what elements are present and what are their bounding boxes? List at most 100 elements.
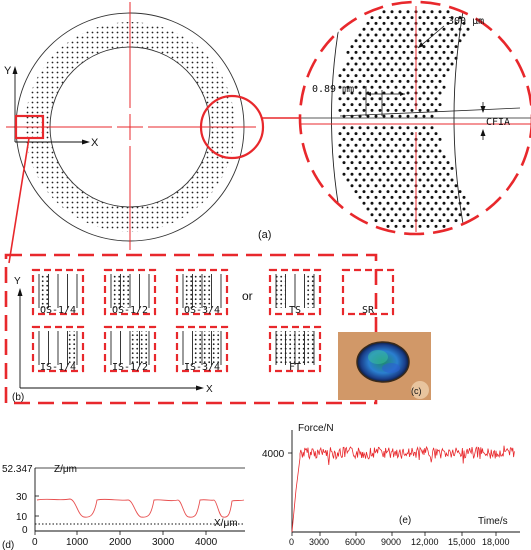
dimple-dot [398,21,402,25]
dimple-dot [382,45,386,49]
dimple-dot [442,50,446,54]
pattern-label: OS-1/4 [40,305,76,316]
dimple-dot [438,33,442,37]
dimple-dot [386,190,390,194]
dimple-dot [442,224,446,228]
dimple-dot [390,33,394,37]
pattern-frame [268,325,322,373]
dimple-dot [382,33,386,37]
dimple-dot [366,195,370,199]
dimple-dot [462,207,466,211]
dimple-dot [438,149,442,153]
dimple-dot [362,178,366,182]
dimple-dot [370,74,374,78]
dimple-dot [366,21,370,25]
dimple-dot [426,27,430,31]
dimple-dot [378,85,382,89]
dimple-dot [386,50,390,54]
dimple-dot [418,27,422,31]
dimple-dot [386,97,390,101]
dimple-dot [374,126,378,130]
dimple-dot [402,190,406,194]
dimple-dot [434,108,438,112]
dimple-dot [454,33,458,37]
pattern-label: FT [289,362,301,373]
dimple-dot [390,219,394,223]
dimple-dot [346,143,350,147]
dimple-dot [450,178,454,182]
dimple-dot [346,50,350,54]
dimple-dot [386,166,390,170]
panel-c: (c) [338,332,431,400]
dimple-dot [402,27,406,31]
dimple-dot [370,39,374,43]
dimple-dot [354,132,358,136]
dimple-dot [362,39,366,43]
pattern-frame [103,268,157,316]
dimple-dot [362,201,366,205]
dimple-dot [410,62,414,66]
dimple-dot [394,178,398,182]
dimple-dot [438,68,442,72]
dimple-dot [426,74,430,78]
dimple-dot [402,39,406,43]
dimple-dot [406,33,410,37]
dimple-dot [358,137,362,141]
dimple-dot [394,108,398,112]
dimple-dot [430,45,434,49]
dimple-dot [410,190,414,194]
dimple-dot [430,137,434,141]
pattern-frame [268,268,322,316]
dimple-dot [394,16,398,20]
dimple-dot [362,74,366,78]
dimple-dot [438,172,442,176]
dimple-dot [410,85,414,89]
pattern-frame [31,268,85,316]
dimple-dot [430,103,434,107]
dimple-dot [406,161,410,165]
dimple-dot [398,184,402,188]
dimple-dot [426,224,430,228]
dimple-dot [450,39,454,43]
dimple-dot [386,74,390,78]
dimple-dot [418,62,422,66]
e-x-tick-15000: 15,000 [448,537,476,547]
panel-a: Y X (a) [4,0,531,250]
dimple-dot [406,114,410,118]
dimple-dot [426,97,430,101]
dimple-dot [410,39,414,43]
dimple-dot [394,190,398,194]
dimple-dot [450,16,454,20]
dimple-dot [434,132,438,136]
dimple-dot [374,45,378,49]
dimple-dot [450,201,454,205]
dimple-dot [442,74,446,78]
dimple-size-label: 300 μm [448,16,484,27]
dimple-dot [458,16,462,20]
dimple-dot [438,56,442,60]
dimple-dot [434,85,438,89]
dimple-dot [438,21,442,25]
dimple-dot [354,155,358,159]
dimple-dot [354,190,358,194]
dimple-dot [378,132,382,136]
dimple-dot [354,74,358,78]
dimple-dot [406,184,410,188]
dimple-dot [410,166,414,170]
pattern-label: TS [289,305,301,316]
dimple-dot [390,207,394,211]
dimple-dot [442,190,446,194]
dimple-dot [362,62,366,66]
dimple-dot [410,213,414,217]
d-y-tick-10: 10 [16,512,28,523]
dimple-dot [350,184,354,188]
dimple-dot [438,91,442,95]
dimple-dot [422,79,426,83]
dimple-dot [438,207,442,211]
dimple-dot [362,166,366,170]
dimple-dot [410,224,414,228]
d-x-tick-4000: 4000 [195,537,218,548]
dimple-dot [342,126,346,130]
cfia-angle-line [339,107,521,117]
